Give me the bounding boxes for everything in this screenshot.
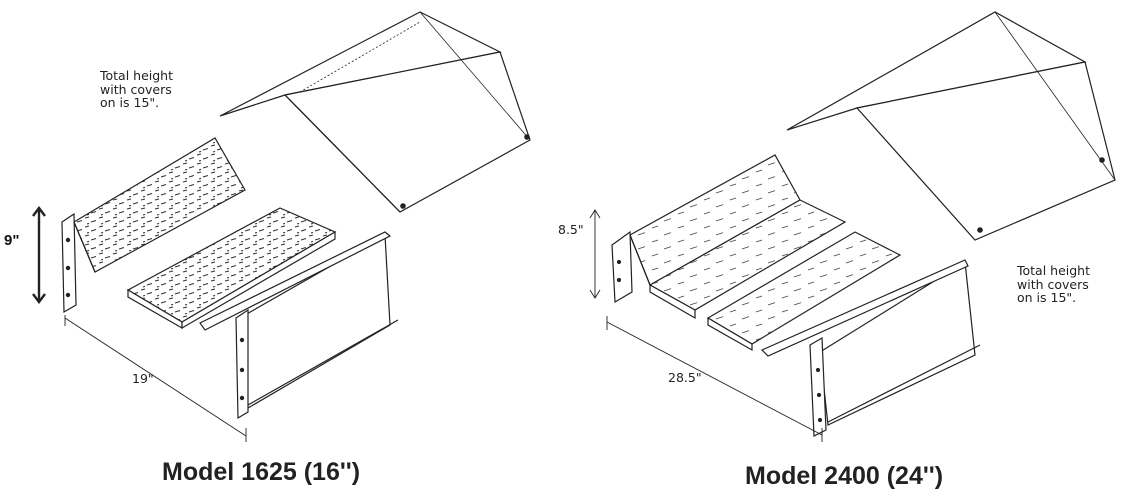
left-height-note: Total height with covers on is 15". xyxy=(100,68,174,110)
model-1625-drawing xyxy=(32,11,531,442)
left-height-label: 9" xyxy=(4,232,20,249)
left-front-panel xyxy=(199,231,399,420)
right-end-panel xyxy=(611,230,651,304)
right-height-note: Total height with covers on is 15". xyxy=(1017,263,1091,305)
model-2400-drawing xyxy=(589,11,1116,442)
right-cover xyxy=(786,11,1116,241)
left-seat-boards xyxy=(126,207,337,330)
left-length-label: 19" xyxy=(132,371,154,386)
left-model-title: Model 1625 (16'') xyxy=(162,458,361,486)
right-model-title: Model 2400 (24'') xyxy=(745,462,944,490)
right-length-label: 28.5" xyxy=(668,370,702,385)
right-front-panel xyxy=(760,259,981,437)
right-height-label: 8.5" xyxy=(558,222,584,237)
left-end-panel xyxy=(61,212,96,314)
left-dimensions xyxy=(32,206,247,442)
left-cover xyxy=(219,11,531,213)
right-dimensions xyxy=(589,209,823,442)
right-seat-boards xyxy=(648,199,902,352)
